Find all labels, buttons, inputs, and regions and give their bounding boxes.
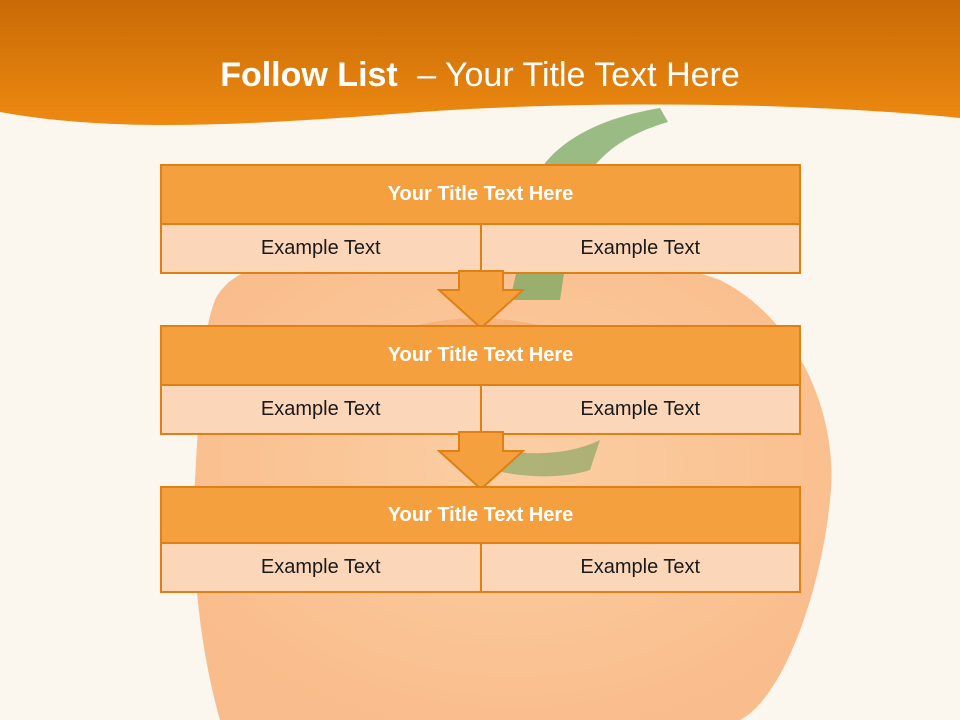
block-title: Your Title Text Here (162, 166, 799, 225)
list-block-1: Your Title Text Here Example Text Exampl… (160, 164, 801, 274)
block-cell-right: Example Text (479, 544, 799, 591)
block-title: Your Title Text Here (162, 327, 799, 386)
block-cell-right: Example Text (479, 225, 799, 272)
slide-title: Follow List – Your Title Text Here (0, 52, 960, 98)
block-row: Example Text Example Text (162, 544, 799, 591)
block-title: Your Title Text Here (162, 488, 799, 544)
block-cell-left: Example Text (162, 225, 480, 272)
down-arrow-icon (437, 270, 525, 330)
block-row: Example Text Example Text (162, 386, 799, 433)
block-cell-left: Example Text (162, 544, 480, 591)
block-cell-right: Example Text (479, 386, 799, 433)
down-arrow-icon (437, 431, 525, 491)
block-row: Example Text Example Text (162, 225, 799, 272)
block-cell-left: Example Text (162, 386, 480, 433)
slide-title-rest: – Your Title Text Here (417, 56, 740, 94)
list-block-3: Your Title Text Here Example Text Exampl… (160, 486, 801, 593)
slide-title-bold: Follow List (220, 56, 398, 94)
list-block-2: Your Title Text Here Example Text Exampl… (160, 325, 801, 435)
